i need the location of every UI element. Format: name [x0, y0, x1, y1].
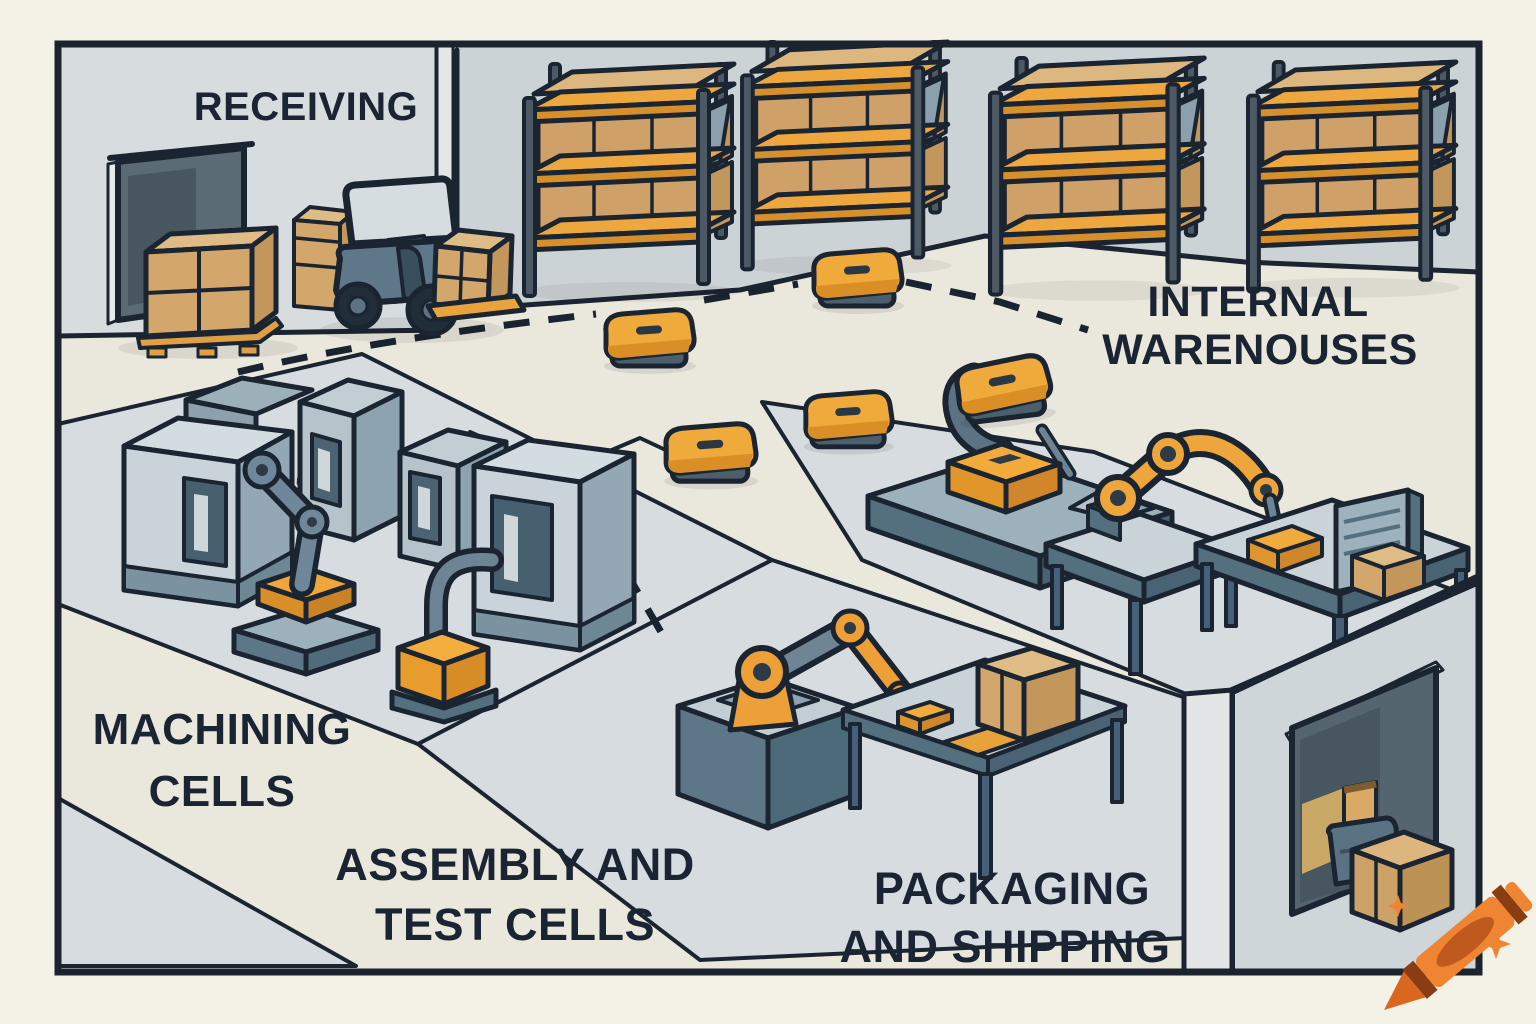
agv-4	[804, 392, 894, 455]
label-internal-warehouses-line1: INTERNAL	[1147, 278, 1368, 326]
assembly-robot-cell	[675, 608, 914, 831]
shipping-box	[1349, 829, 1455, 933]
agv-2	[812, 250, 904, 314]
panel-border	[54, 40, 1483, 976]
crayon-watermark-icon	[1384, 882, 1533, 1010]
machine-tending-robot-1	[231, 450, 381, 677]
forklift-carried-box	[425, 227, 527, 323]
label-machining-line2: CELLS	[149, 767, 296, 816]
forklift	[320, 175, 527, 343]
assembly-table	[840, 645, 1128, 880]
table-box	[975, 645, 1081, 743]
forklift-forks	[425, 293, 527, 323]
dock-door-lintel	[107, 141, 255, 161]
shipping-area	[1181, 573, 1482, 975]
label-internal-warehouses-line2: WARENOUSES	[1102, 326, 1418, 374]
machine-door	[490, 494, 554, 602]
machine-tending-robot-2	[389, 547, 504, 725]
agv-3	[664, 424, 758, 490]
bench-box	[1350, 542, 1426, 602]
assembled-part	[896, 700, 954, 736]
pallet	[136, 316, 284, 350]
pallet-with-boxes	[118, 225, 298, 359]
label-packaging-line2: AND SHIPPING	[839, 921, 1170, 972]
machining-cell-1	[121, 375, 405, 677]
label-packaging-line1: PACKAGING	[874, 863, 1150, 914]
sparkle-icon	[1387, 895, 1409, 917]
forklift-overhead-guard	[342, 175, 460, 248]
wall-pillar	[1181, 687, 1235, 975]
machining-cell-2	[389, 427, 637, 725]
small-parts-tray	[1246, 524, 1324, 574]
label-receiving: RECEIVING	[194, 85, 419, 129]
label-assembly-line1: ASSEMBLY AND	[335, 839, 694, 890]
packing-bench	[1193, 487, 1471, 706]
sparkle-icon	[1481, 929, 1511, 959]
label-assembly-line2: TEST CELLS	[375, 899, 655, 950]
route-receiving-to-warehouse	[237, 310, 597, 376]
label-machining-line1: MACHINING	[93, 705, 352, 754]
route-to-internal-warehouse	[905, 278, 1090, 334]
agv-1	[604, 310, 696, 374]
